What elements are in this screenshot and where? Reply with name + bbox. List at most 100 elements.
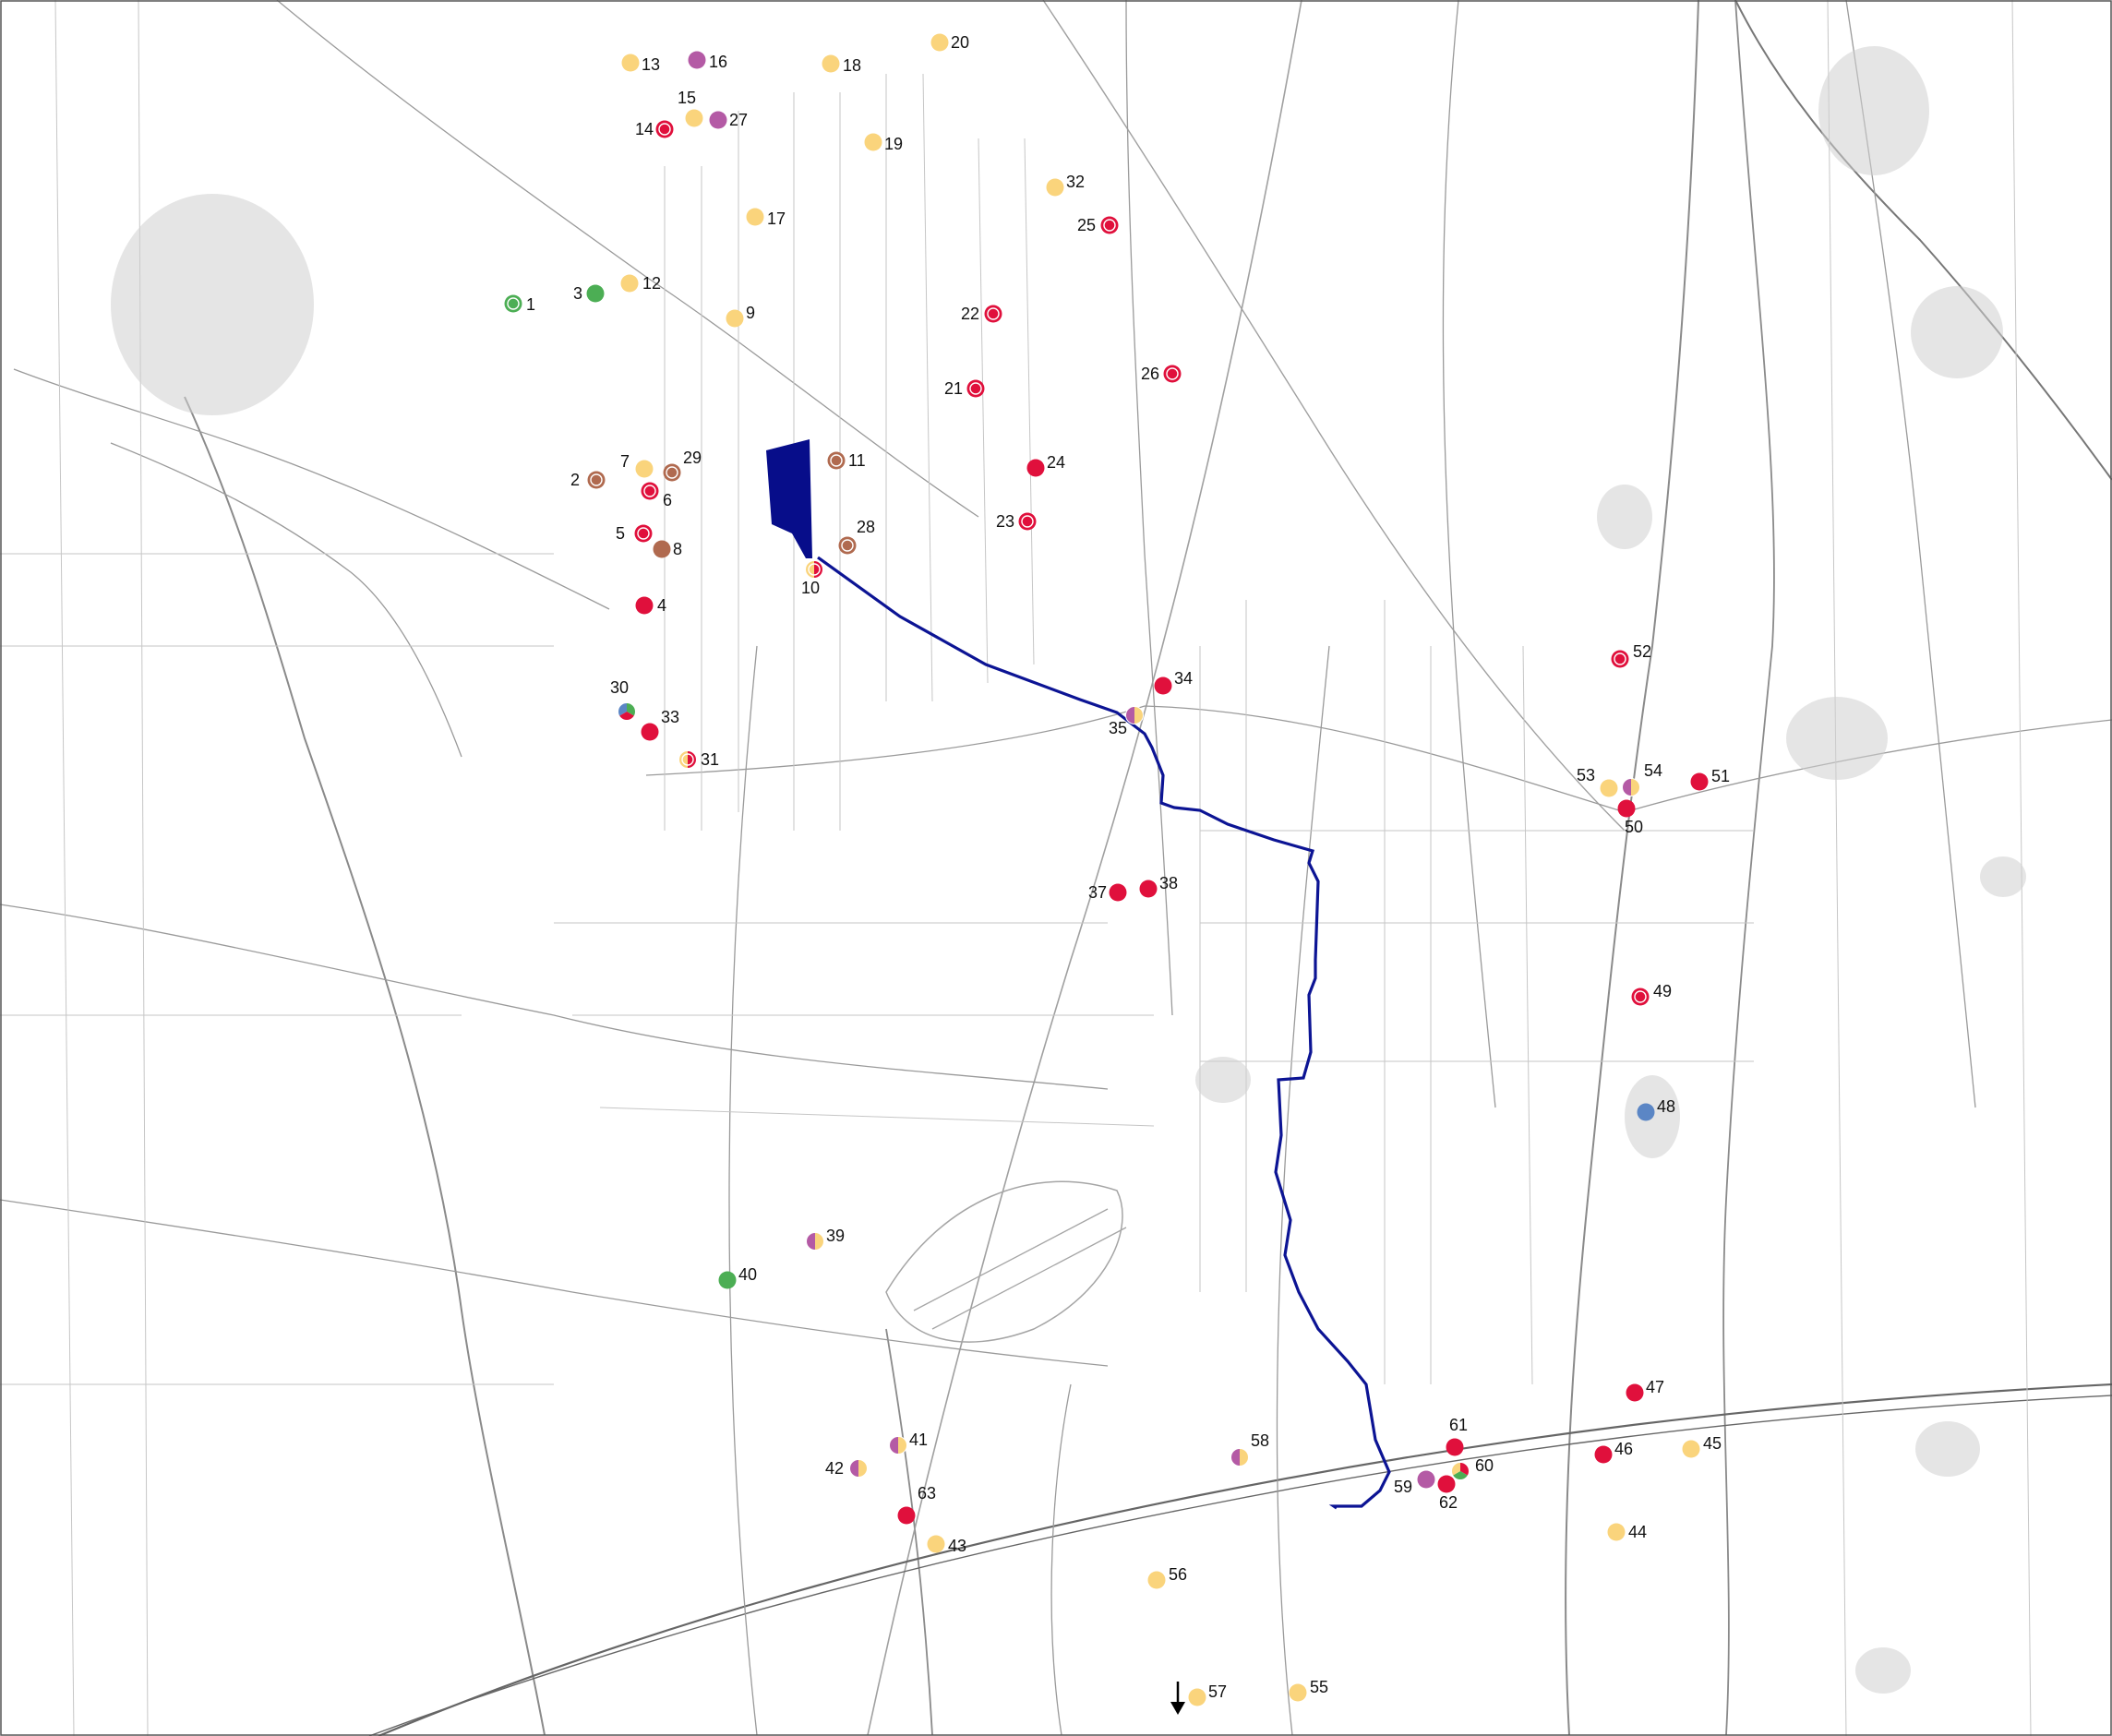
site-marker-32[interactable]: 32 <box>1046 173 1086 197</box>
site-marker-34[interactable]: 34 <box>1154 669 1194 695</box>
marker-dot <box>1046 178 1064 197</box>
route-line <box>817 556 1391 1510</box>
site-marker-31[interactable]: 31 <box>678 750 720 769</box>
site-marker-46[interactable]: 46 <box>1594 1440 1634 1464</box>
site-marker-51[interactable]: 51 <box>1690 767 1731 791</box>
site-label: 13 <box>642 55 660 74</box>
site-label: 45 <box>1703 1434 1722 1453</box>
site-marker-47[interactable]: 47 <box>1626 1378 1665 1402</box>
site-marker-29[interactable]: 29 <box>663 449 702 482</box>
site-marker-27[interactable]: 27 <box>709 111 749 129</box>
site-marker-9[interactable]: 9 <box>726 304 756 328</box>
site-label: 52 <box>1633 642 1651 661</box>
site-marker-43[interactable]: 43 <box>927 1535 967 1556</box>
marker-dot <box>718 1271 737 1289</box>
site-marker-50[interactable]: 50 <box>1617 799 1644 837</box>
site-marker-33[interactable]: 33 <box>641 708 680 741</box>
site-marker-10[interactable]: 10 <box>801 560 823 598</box>
site-marker-40[interactable]: 40 <box>718 1265 758 1289</box>
marker-dot <box>634 524 653 543</box>
site-marker-49[interactable]: 49 <box>1631 982 1673 1006</box>
site-marker-24[interactable]: 24 <box>1026 453 1066 477</box>
marker-segment <box>849 1459 858 1478</box>
site-label: 26 <box>1141 365 1159 383</box>
site-label: 6 <box>663 491 672 509</box>
site-label: 19 <box>884 135 903 153</box>
site-marker-11[interactable]: 11 <box>827 451 866 470</box>
marker-dot <box>1594 1445 1613 1464</box>
site-marker-62[interactable]: 62 <box>1437 1475 1458 1513</box>
site-marker-37[interactable]: 37 <box>1088 883 1127 902</box>
site-marker-19[interactable]: 19 <box>864 133 904 154</box>
marker-segment <box>805 560 814 579</box>
site-marker-44[interactable]: 44 <box>1607 1523 1648 1541</box>
site-marker-23[interactable]: 23 <box>996 512 1037 531</box>
marker-dot <box>1139 880 1158 898</box>
site-marker-53[interactable]: 53 <box>1577 766 1618 797</box>
marker-dot <box>1626 1383 1644 1402</box>
site-label: 18 <box>843 56 861 75</box>
site-marker-4[interactable]: 4 <box>635 596 667 615</box>
site-marker-54[interactable]: 54 <box>1622 761 1663 796</box>
site-marker-57[interactable]: 57 <box>1188 1682 1228 1706</box>
site-marker-20[interactable]: 20 <box>930 33 970 52</box>
site-marker-12[interactable]: 12 <box>620 274 662 293</box>
site-marker-38[interactable]: 38 <box>1139 874 1179 898</box>
site-marker-56[interactable]: 56 <box>1147 1565 1188 1589</box>
site-marker-22[interactable]: 22 <box>961 305 1002 323</box>
site-marker-18[interactable]: 18 <box>822 54 862 76</box>
site-marker-41[interactable]: 41 <box>889 1431 929 1455</box>
site-marker-42[interactable]: 42 <box>825 1459 868 1478</box>
south-arrow-icon <box>1170 1682 1185 1715</box>
site-marker-61[interactable]: 61 <box>1446 1416 1469 1456</box>
site-marker-30[interactable]: 30 <box>610 678 636 721</box>
marker-dot <box>1109 883 1127 902</box>
site-label: 54 <box>1644 761 1662 780</box>
site-label: 30 <box>610 678 629 697</box>
marker-dot <box>1154 676 1172 695</box>
marker-outline <box>678 750 697 769</box>
site-marker-26[interactable]: 26 <box>1141 365 1182 383</box>
site-label: 1 <box>526 295 535 314</box>
site-marker-15[interactable]: 15 <box>678 89 703 127</box>
site-marker-45[interactable]: 45 <box>1682 1434 1722 1458</box>
site-marker-2[interactable]: 2 <box>570 471 606 489</box>
site-marker-63[interactable]: 63 <box>897 1484 937 1525</box>
site-marker-60[interactable]: 60 <box>1451 1456 1494 1480</box>
site-marker-16[interactable]: 16 <box>688 51 728 72</box>
site-label: 4 <box>657 596 666 615</box>
site-marker-7[interactable]: 7 <box>620 452 654 478</box>
marker-dot <box>746 208 764 226</box>
site-marker-58[interactable]: 58 <box>1230 1431 1270 1467</box>
marker-outline <box>1230 1448 1249 1467</box>
site-marker-59[interactable]: 59 <box>1394 1470 1435 1497</box>
marker-outline <box>1451 1462 1470 1480</box>
marker-segment <box>1622 778 1631 796</box>
site-marker-52[interactable]: 52 <box>1611 642 1652 668</box>
site-label: 48 <box>1657 1097 1675 1116</box>
site-label: 59 <box>1394 1478 1412 1496</box>
site-label: 49 <box>1653 982 1672 1000</box>
site-marker-17[interactable]: 17 <box>746 208 786 229</box>
site-marker-14[interactable]: 14 <box>635 120 674 138</box>
site-marker-3[interactable]: 3 <box>573 284 605 303</box>
site-marker-48[interactable]: 48 <box>1637 1097 1676 1121</box>
highlighted-area <box>766 439 812 558</box>
site-label: 39 <box>826 1227 845 1245</box>
site-marker-35[interactable]: 35 <box>1109 706 1144 738</box>
marker-segment <box>1125 706 1134 724</box>
site-marker-21[interactable]: 21 <box>944 379 985 398</box>
site-marker-13[interactable]: 13 <box>621 54 661 75</box>
site-marker-1[interactable]: 1 <box>504 294 536 315</box>
site-marker-28[interactable]: 28 <box>838 518 876 555</box>
marker-dot <box>1446 1438 1464 1456</box>
site-marker-6[interactable]: 6 <box>641 482 673 510</box>
site-label: 43 <box>948 1537 966 1555</box>
site-marker-39[interactable]: 39 <box>806 1227 846 1251</box>
site-marker-8[interactable]: 8 <box>653 540 683 558</box>
site-marker-5[interactable]: 5 <box>616 524 653 543</box>
site-marker-55[interactable]: 55 <box>1289 1678 1329 1702</box>
site-marker-25[interactable]: 25 <box>1077 216 1119 234</box>
